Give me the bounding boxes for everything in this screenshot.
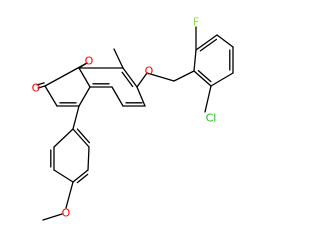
bond-22	[193, 49, 197, 72]
bond-19	[136, 72, 148, 88]
bonds	[36, 26, 234, 221]
bond-35	[76, 128, 91, 144]
bond-28	[210, 72, 234, 87]
bond-33	[72, 105, 80, 130]
bond-29	[193, 70, 212, 87]
bond-6	[78, 62, 88, 69]
bond-23	[195, 34, 218, 51]
bond-44	[42, 213, 63, 221]
bond-25	[216, 34, 234, 48]
bond-21	[173, 70, 195, 82]
bond-24	[199, 38, 218, 52]
atom-label-chlorine: Cl	[206, 112, 217, 125]
bond-18	[113, 48, 124, 69]
bond-38	[76, 173, 89, 184]
bond-32	[204, 85, 212, 113]
bond-15	[122, 67, 138, 88]
bond-4	[78, 86, 91, 107]
bond-39	[53, 169, 74, 183]
atom-label-ether-oxygen: O	[145, 65, 154, 78]
molecule-structure-diagram: O O O O F Cl	[32, 16, 234, 221]
bond-37	[72, 169, 89, 183]
bond-36	[87, 146, 90, 171]
bond-43	[65, 181, 74, 209]
atom-label-carbonyl-oxygen: O	[32, 82, 41, 95]
bond-7	[37, 85, 46, 89]
atom-labels: O O O O F Cl	[32, 16, 217, 220]
atom-label-fluorine: F	[193, 16, 199, 29]
bond-5	[78, 67, 91, 88]
atom-label-methoxy-oxygen: O	[62, 207, 71, 220]
bond-11	[111, 86, 124, 107]
bond-20	[146, 72, 175, 82]
bond-42	[53, 128, 74, 148]
bond-8	[36, 82, 45, 86]
bond-16	[121, 71, 134, 88]
atom-label-ring-oxygen: O	[85, 55, 94, 68]
bond-14	[136, 86, 146, 107]
bond-1	[44, 85, 58, 107]
bond-30	[197, 69, 212, 83]
bond-34	[72, 128, 90, 148]
